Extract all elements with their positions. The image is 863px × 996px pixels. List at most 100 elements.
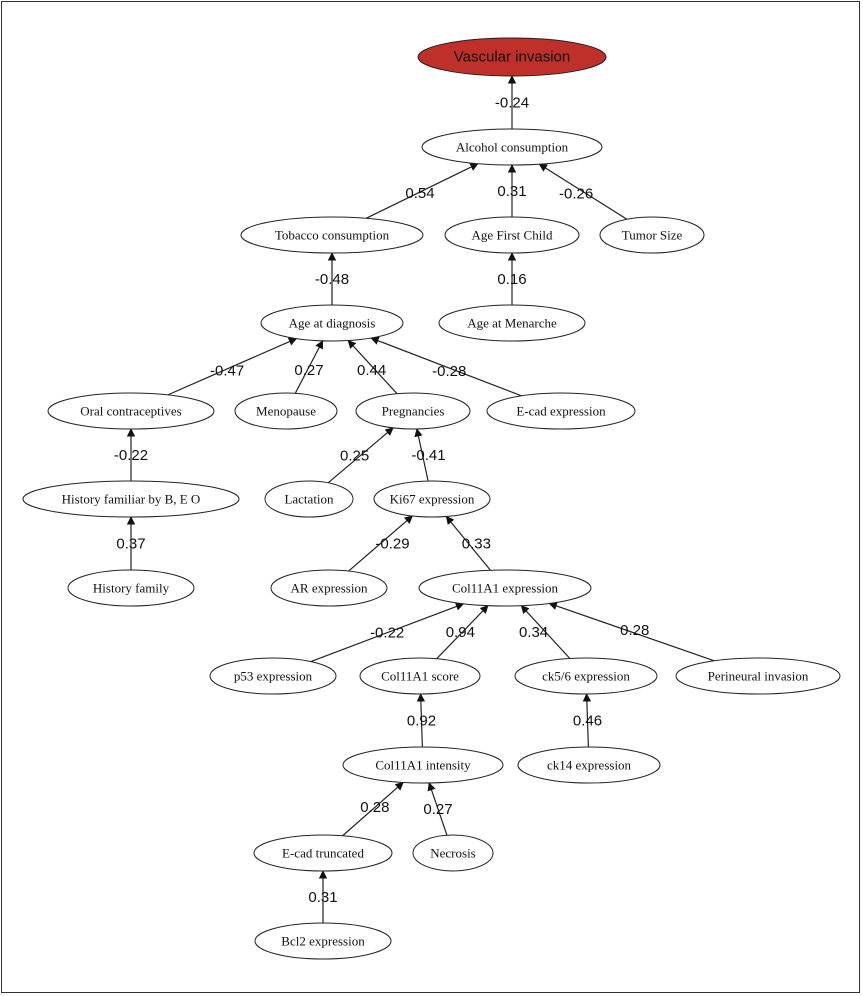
node-ellipse [355,392,471,430]
edge-weight-label: -0.22 [114,447,148,464]
node-necrosis: Necrosis [412,834,494,872]
node-label: Ki67 expression [390,492,475,507]
node-label: Tumor Size [622,228,683,243]
edge-weight-label: 0.33 [462,535,491,552]
edge-perineural-to-col11a1expr [548,601,715,662]
node-ellipse [342,746,504,784]
edge-weight-label: 0.31 [308,889,337,906]
node-ellipse [486,392,636,430]
node-agediag: Age at diagnosis [260,304,404,342]
edge-weight-label: -0.41 [411,447,445,464]
edge-weight-label: 0.27 [423,801,452,818]
edge-weight-label: 0.25 [340,447,369,464]
edge-weight-label: -0.48 [315,271,349,288]
edge-col11a1int-to-col11a1score [416,693,426,748]
node-ellipse [240,216,424,254]
node-ellipse [254,922,392,960]
edge-weight-label: 0.34 [519,624,548,641]
node-label: Tobacco consumption [275,228,390,243]
node-label: Col11A1 score [381,669,459,684]
node-ellipse [209,657,337,695]
node-ar: AR expression [270,569,388,607]
edge-weight-label: 0.94 [446,624,475,641]
node-histfam_beo: History familiar by B, E O [22,480,240,518]
edge-weight-label: 0.28 [360,799,389,816]
node-ellipse [599,216,705,254]
edge-tumor-to-alcohol [538,163,628,220]
node-ellipse [270,569,388,607]
edge-weight-label: 0.27 [294,362,323,379]
edge-p53-to-col11a1expr [310,602,465,663]
node-label: Alcohol consumption [456,140,569,155]
node-ellipse [675,657,841,695]
edge-pregnancies-to-agediag [347,339,398,395]
node-menarche: Age at Menarche [438,304,586,342]
node-label: p53 expression [234,669,313,684]
node-ellipse [22,480,240,518]
edge-ar-to-ki67 [348,515,414,572]
node-col11a1score: Col11A1 score [359,657,481,695]
node-label: ck14 expression [547,758,632,773]
node-perineural: Perineural invasion [675,657,841,695]
node-label: Bcl2 expression [281,934,365,949]
node-label: Perineural invasion [708,669,809,684]
node-pregnancies: Pregnancies [355,392,471,430]
edge-weight-label: -0.28 [432,363,466,380]
node-col11a1int: Col11A1 intensity [342,746,504,784]
edge-ck56-to-col11a1expr [520,605,571,659]
edge-menopause-to-agediag [294,340,324,394]
edge-tobacco-to-alcohol [365,163,479,219]
edge-weight-label: 0.16 [497,271,526,288]
edge-necrosis-to-col11a1int [427,782,448,836]
edge-ki67-to-pregnancies [414,428,429,482]
node-label: Vascular invasion [454,49,570,66]
node-ellipse [418,569,592,607]
node-ki67: Ki67 expression [373,480,491,518]
node-p53: p53 expression [209,657,337,695]
edge-weight-label: 0.46 [573,713,602,730]
node-label: ck5/6 expression [542,669,630,684]
node-histfam: History family [67,569,195,607]
node-label: History familiar by B, E O [62,492,201,507]
edge-weight-label: -0.47 [210,363,244,380]
edge-weight-label: -0.29 [375,536,409,553]
node-label: Age at diagnosis [289,316,376,331]
node-oral: Oral contraceptives [47,392,215,430]
node-vascular: Vascular invasion [417,37,607,77]
edge-weight-label: -0.24 [495,95,529,112]
edge-lactation-to-pregnancies [327,427,394,484]
edge-ck14-to-ck56 [582,693,592,748]
node-label: Oral contraceptives [80,404,181,419]
edge-weight-label: -0.22 [370,625,404,642]
node-ellipse [67,569,195,607]
node-label: Col11A1 intensity [375,758,471,773]
node-alcohol: Alcohol consumption [421,128,603,166]
node-ellipse [264,480,354,518]
node-col11a1expr: Col11A1 expression [418,569,592,607]
node-label: Age at Menarche [467,316,557,331]
node-menopause: Menopause [234,392,338,430]
node-bcl2: Bcl2 expression [254,922,392,960]
node-label: Age First Child [472,228,553,243]
edge-weight-label: 0.28 [620,622,649,639]
edge-weight-label: 0.92 [407,712,436,729]
edge-weight-label: 0.54 [405,185,434,202]
node-label: AR expression [291,581,368,596]
node-label: Necrosis [430,846,476,861]
edge-ecadtrunc-to-col11a1int [342,781,404,837]
node-ecadtrunc: E-cad truncated [253,834,393,872]
node-label: E-cad expression [516,404,606,419]
edge-weight-label: -0.26 [559,186,593,203]
node-ellipse [517,746,661,784]
node-ellipse [253,834,393,872]
node-ck56: ck5/6 expression [514,657,658,695]
edge-oral-to-agediag [167,337,298,396]
node-ellipse [421,128,603,166]
node-ellipse [438,304,586,342]
node-ck14: ck14 expression [517,746,661,784]
node-ellipse [373,480,491,518]
